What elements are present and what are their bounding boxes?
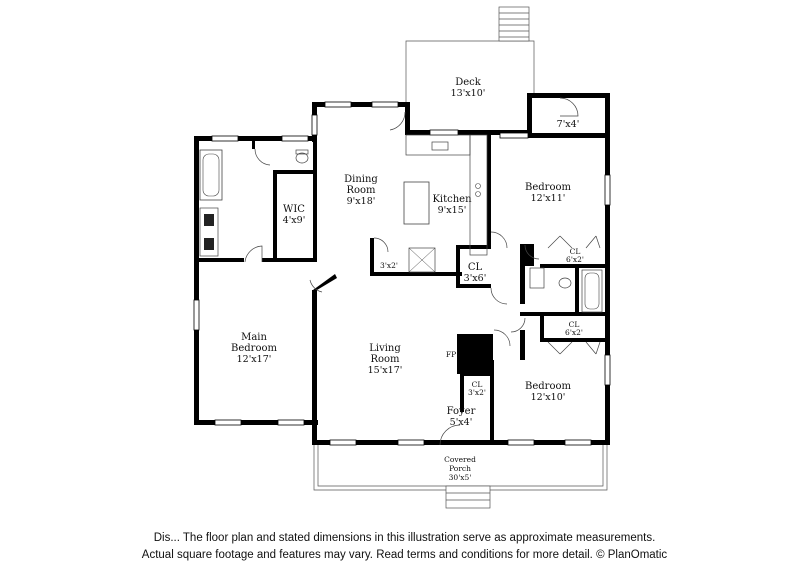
foyer-dim: 5'x4' xyxy=(450,417,473,428)
dining-name-1: Dining xyxy=(344,174,378,185)
dining-dim: 9'x18' xyxy=(347,196,376,207)
dining-name-2: Room xyxy=(346,185,376,196)
porch-outline xyxy=(313,445,608,509)
living-name-2: Room xyxy=(370,354,400,365)
cl-top-name: CL xyxy=(570,247,581,256)
main-bedroom-dim: 12'x17' xyxy=(237,354,272,365)
living-dim: 15'x17' xyxy=(368,365,403,376)
deck-dim: 13'x10' xyxy=(451,88,486,99)
windows xyxy=(193,101,611,446)
cl-foyer-name: CL xyxy=(472,380,483,389)
disclaimer: Dis... The floor plan and stated dimensi… xyxy=(0,530,809,564)
disclaimer-line-1: Dis... The floor plan and stated dimensi… xyxy=(153,532,656,544)
kitchen-name: Kitchen xyxy=(432,194,472,205)
porch-name-2: Porch xyxy=(449,464,471,473)
bedroom-top-dim: 12'x11' xyxy=(531,193,566,204)
bedroom-top-name: Bedroom xyxy=(525,182,571,193)
living-name-1: Living xyxy=(369,343,401,354)
doors xyxy=(244,97,601,446)
kitchen-dim: 9'x15' xyxy=(438,205,467,216)
foyer-name: Foyer xyxy=(447,406,476,417)
cl-top-dim: 6'x2' xyxy=(566,255,584,264)
room-labels: Deck 13'x10' 7'x4' Dining Room 9'x18' Ki… xyxy=(231,77,584,482)
deck-name: Deck xyxy=(455,77,482,88)
wic-name: WIC xyxy=(283,204,305,215)
main-bedroom-name-1: Main xyxy=(241,332,267,343)
porch-name-1: Covered xyxy=(444,455,476,464)
fp-name: FP xyxy=(446,350,456,359)
cl-mid-name: CL xyxy=(569,320,580,329)
fixtures xyxy=(199,134,603,313)
bedroom-bottom-dim: 12'x10' xyxy=(531,392,566,403)
cl-hall-dim: 3'x6' xyxy=(464,273,487,284)
wic-dim: 4'x9' xyxy=(283,215,306,226)
cl-foyer-dim: 3'x2' xyxy=(468,388,486,397)
interior-walls xyxy=(199,135,610,445)
exterior-walls xyxy=(194,93,610,445)
cl-hall-name: CL xyxy=(468,262,483,273)
storage-dim: 7'x4' xyxy=(557,119,580,130)
pantry-dim: 3'x2' xyxy=(380,261,398,270)
porch-dim: 30'x5' xyxy=(449,473,472,482)
disclaimer-line-2: Actual square footage and features may v… xyxy=(141,549,668,561)
cl-mid-dim: 6'x2' xyxy=(565,328,583,337)
bedroom-bottom-name: Bedroom xyxy=(525,381,571,392)
deck-outline xyxy=(405,6,535,103)
main-bedroom-name-2: Bedroom xyxy=(231,343,277,354)
